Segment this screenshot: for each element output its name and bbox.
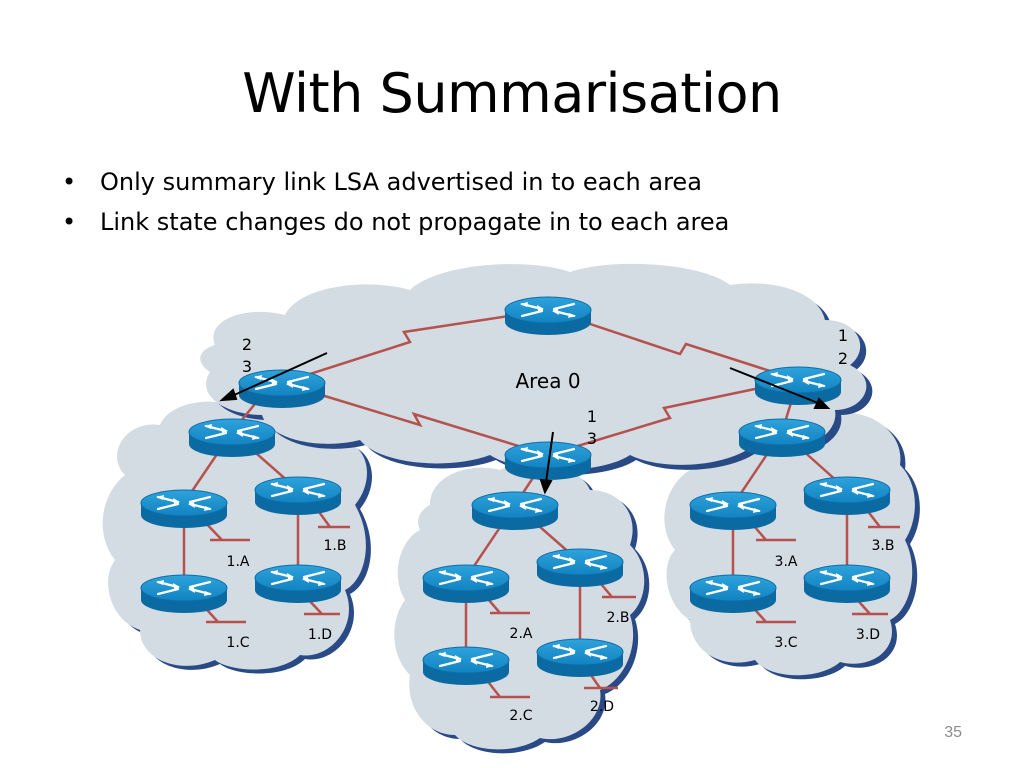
area0-label: Area 0	[515, 369, 580, 393]
bullet-text: Only summary link LSA advertised in to e…	[100, 168, 702, 196]
backbone-link	[281, 381, 549, 457]
subnet-label: 1.C	[226, 635, 249, 651]
router-icon	[421, 645, 511, 687]
router-icon	[688, 490, 778, 532]
subnet-label: 1.A	[227, 554, 250, 570]
router-icon	[737, 417, 827, 459]
subnet-label: 3.A	[775, 554, 798, 570]
arrow-head-icon	[219, 388, 238, 402]
arrow-head-icon	[813, 397, 831, 409]
router-icon	[503, 295, 593, 337]
bullet-item: • Link state changes do not propagate in …	[62, 202, 729, 242]
backbone-link	[547, 378, 799, 457]
area0-cloud	[200, 263, 873, 475]
router-icon	[187, 417, 277, 459]
slide-title: With Summarisation	[242, 62, 782, 125]
backbone-links	[281, 308, 799, 457]
subnet-label: 2.B	[607, 610, 630, 626]
router-icon	[535, 547, 625, 589]
router-icon	[688, 573, 778, 615]
arrow-left	[231, 352, 328, 397]
update-count-left: 3	[242, 357, 252, 376]
router-icon	[421, 563, 511, 605]
router-icon	[802, 563, 892, 605]
update-count-left: 2	[242, 335, 252, 354]
update-count-right: 2	[838, 349, 848, 368]
bullet-list: • Only summary link LSA advertised in to …	[62, 162, 729, 242]
router-icon	[139, 488, 229, 530]
bullet-text: Link state changes do not propagate in t…	[100, 208, 730, 236]
router-icon	[802, 475, 892, 517]
subnet-label: 2.D	[590, 699, 614, 715]
router-icon	[535, 637, 625, 679]
subnet-label: 3.D	[856, 627, 880, 643]
arrow-middle	[545, 431, 554, 483]
subnet-label: 2.A	[510, 626, 533, 642]
update-count-right: 1	[838, 326, 848, 345]
subnet-label: 1.D	[308, 627, 332, 643]
router-icon	[253, 475, 343, 517]
subnet-label: 1.B	[324, 538, 347, 554]
slide-number: 35	[944, 724, 962, 741]
router-icon	[470, 490, 560, 532]
update-count-middle: 3	[587, 429, 597, 448]
router-icon	[753, 365, 843, 407]
router-icon	[253, 563, 343, 605]
update-arrows	[219, 352, 831, 495]
subnet-label: 2.C	[509, 708, 532, 724]
bullet-dot: •	[62, 168, 77, 196]
subnet-label: 3.B	[872, 538, 895, 554]
bullet-item: • Only summary link LSA advertised in to …	[62, 162, 729, 202]
arrow-right	[729, 367, 819, 404]
update-count-middle: 1	[587, 407, 597, 426]
subnet-label: 3.C	[774, 635, 797, 651]
router-icon	[139, 573, 229, 615]
backbone-link	[281, 308, 549, 385]
backbone-link	[547, 308, 799, 382]
arrow-head-icon	[539, 478, 553, 495]
bullet-dot: •	[62, 208, 77, 236]
